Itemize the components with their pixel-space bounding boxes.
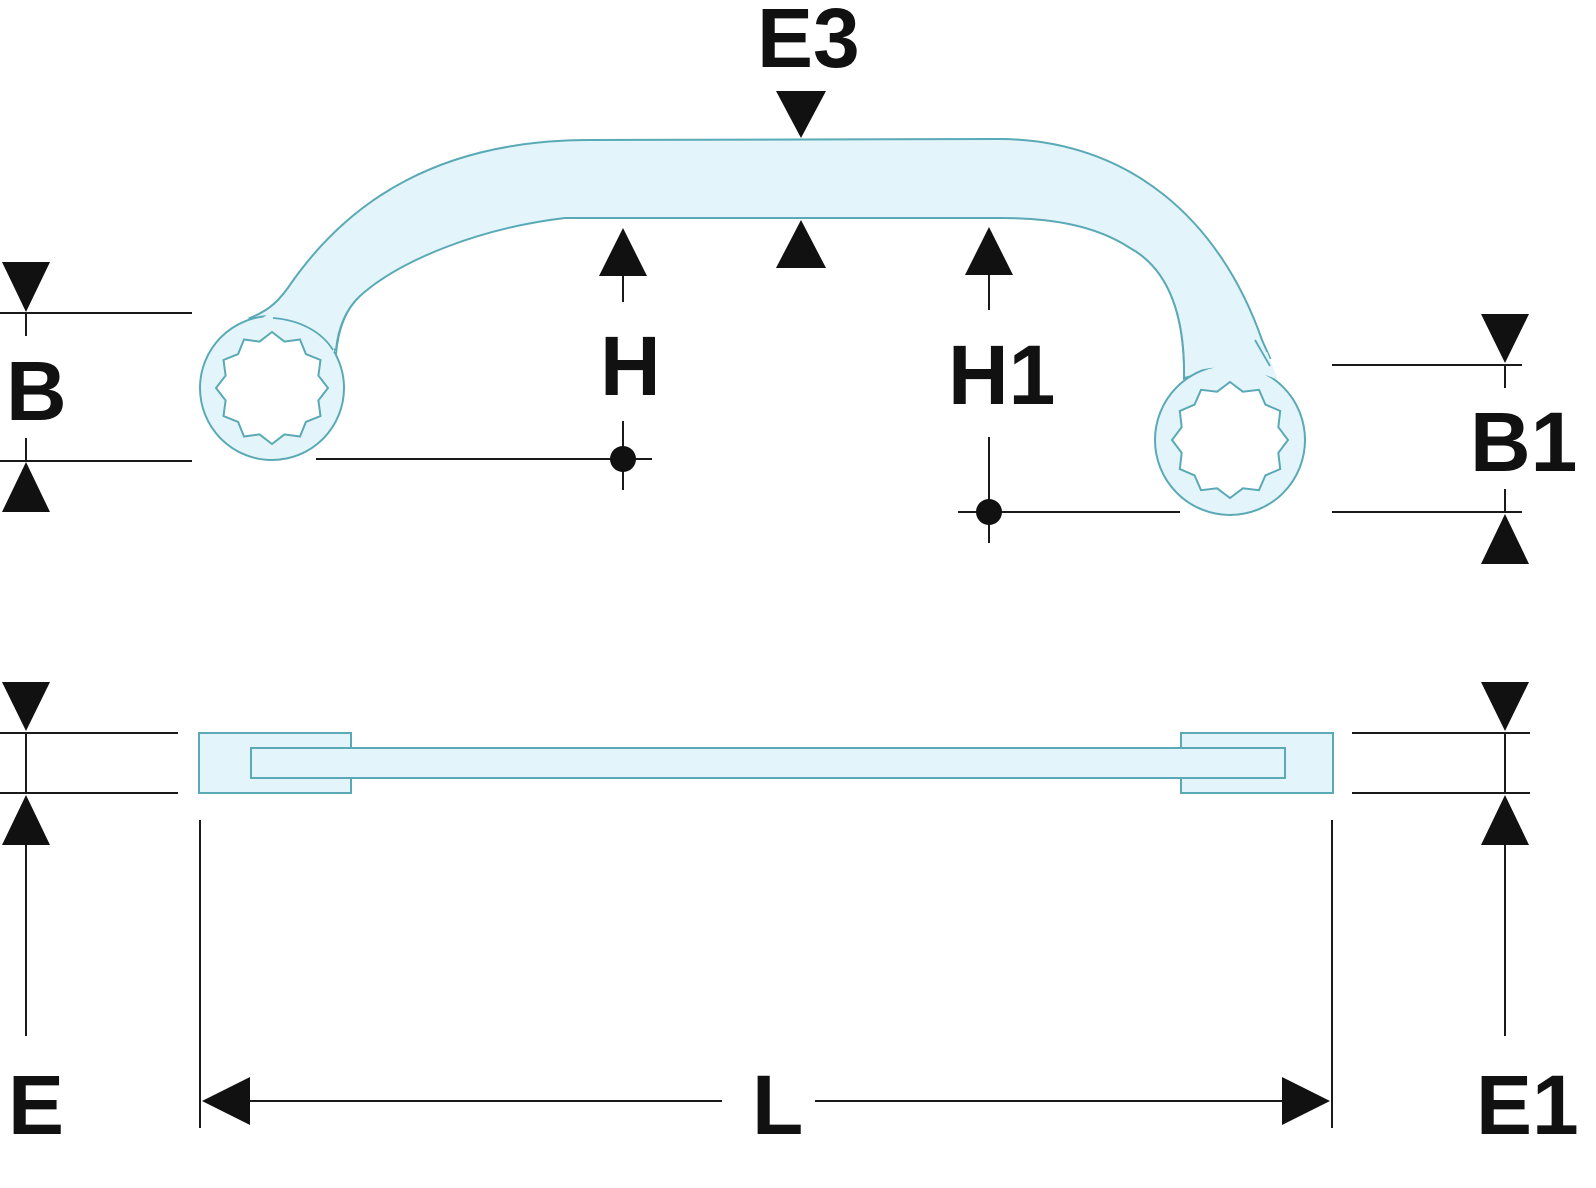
right-ring-12-point-opening xyxy=(1170,380,1290,500)
right-neck-inner-edge xyxy=(1129,247,1185,381)
left-neck-edge xyxy=(249,281,293,319)
dimension-e1: E1 xyxy=(1352,682,1579,1152)
label-b1: B1 xyxy=(1470,395,1577,489)
h1-arrow-up-icon xyxy=(965,227,1013,275)
label-h1: H1 xyxy=(948,328,1055,422)
label-h: H xyxy=(600,319,661,413)
e1-arrow-down-icon xyxy=(1481,682,1529,731)
left-ring-bevel-arc xyxy=(272,317,334,351)
dimension-b1: B1 xyxy=(1332,314,1577,564)
l-arrow-left-icon xyxy=(202,1077,250,1125)
side-shank xyxy=(250,747,1286,779)
wrench-top-view xyxy=(199,137,1306,516)
b1-arrow-up-icon xyxy=(1481,514,1529,564)
right-neck-outer-edge xyxy=(1254,339,1271,367)
label-l: L xyxy=(752,1058,803,1152)
e3-arrow-down-icon xyxy=(776,91,826,138)
b-arrow-down-icon xyxy=(2,262,50,312)
dimension-h: H xyxy=(316,228,661,490)
wrench-body xyxy=(247,137,1272,380)
dimension-e3: E3 xyxy=(757,0,860,268)
b-arrow-up-icon xyxy=(2,462,50,512)
h1-origin-dot xyxy=(976,499,1002,525)
b1-arrow-down-icon xyxy=(1481,314,1529,363)
dimension-e: E xyxy=(0,682,178,1152)
e-arrow-up-icon xyxy=(2,795,50,845)
l-arrow-right-icon xyxy=(1282,1077,1330,1125)
right-neck-join xyxy=(1187,352,1278,380)
dimension-h1: H1 xyxy=(948,227,1180,543)
left-ring-12-point-opening xyxy=(214,330,330,446)
e3-arrow-up-icon xyxy=(776,220,826,268)
dimension-b: B xyxy=(0,262,192,512)
left-neck-join xyxy=(255,286,345,352)
h-arrow-up-icon xyxy=(599,228,647,276)
left-neck-inner-edge xyxy=(335,295,361,356)
label-e3: E3 xyxy=(757,0,860,85)
wrench-side-view xyxy=(198,732,1334,794)
label-e: E xyxy=(8,1058,64,1152)
h-origin-dot xyxy=(610,446,636,472)
e-arrow-down-icon xyxy=(2,682,50,731)
e1-arrow-up-icon xyxy=(1481,795,1529,845)
dimension-l: L xyxy=(199,820,1333,1152)
label-b: B xyxy=(6,344,67,438)
label-e1: E1 xyxy=(1476,1058,1579,1152)
